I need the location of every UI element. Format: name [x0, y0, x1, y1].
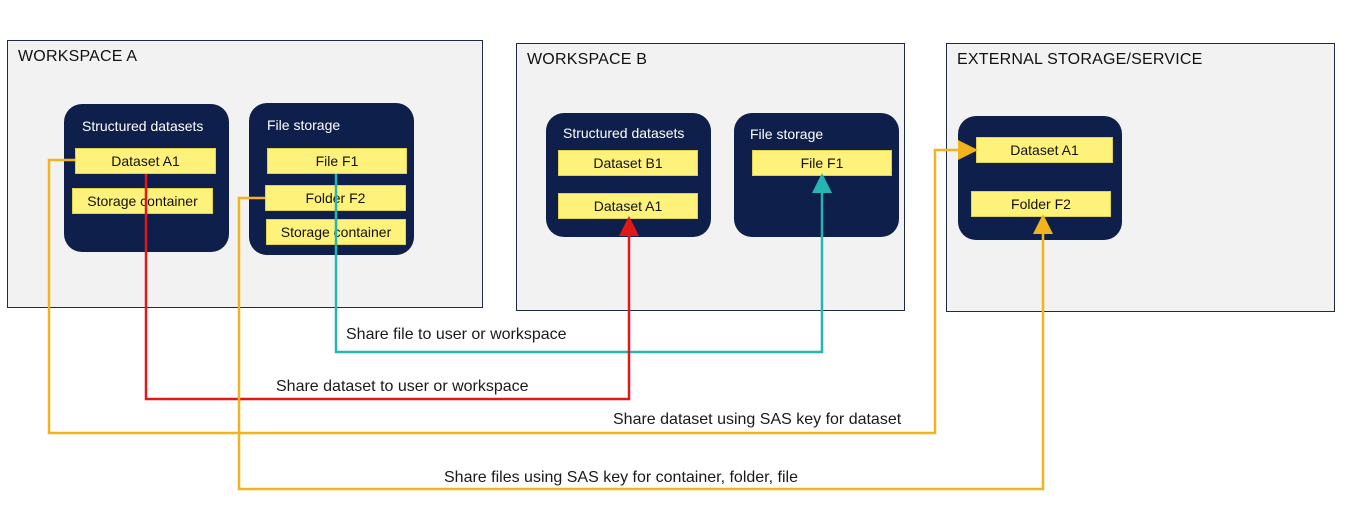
storage-container-chip[interactable]: Storage container: [72, 188, 213, 214]
share-dataset-label: Share dataset to user or workspace: [276, 378, 529, 395]
sas-files-connector: [237, 196, 1053, 491]
dataset-a1-chip[interactable]: Dataset A1: [75, 148, 216, 174]
share-dataset-connector: [144, 174, 639, 401]
share-file-connector: [334, 173, 832, 354]
dataset-a1-chip[interactable]: Dataset A1: [976, 137, 1113, 163]
sas-dataset-label: Share dataset using SAS key for dataset: [613, 411, 902, 428]
sas-files-label: Share files using SAS key for container,…: [444, 469, 798, 486]
panel-title: File storage: [750, 126, 824, 142]
panel-title: Structured datasets: [563, 125, 685, 141]
panel-title: File storage: [267, 117, 341, 133]
external-storage-title: EXTERNAL STORAGE/SERVICE: [957, 51, 1203, 68]
sas-dataset-connector: [47, 140, 978, 435]
dataset-b1-chip[interactable]: Dataset B1: [558, 150, 698, 176]
file-f1-chip[interactable]: File F1: [267, 148, 407, 174]
dataset-a1-chip[interactable]: Dataset A1: [558, 193, 698, 219]
file-f1-chip[interactable]: File F1: [752, 150, 892, 176]
workspace-a-title: WORKSPACE A: [18, 48, 138, 65]
workspace-b-title: WORKSPACE B: [527, 51, 648, 68]
share-file-label: Share file to user or workspace: [346, 326, 567, 343]
panel-title: Structured datasets: [82, 118, 204, 134]
